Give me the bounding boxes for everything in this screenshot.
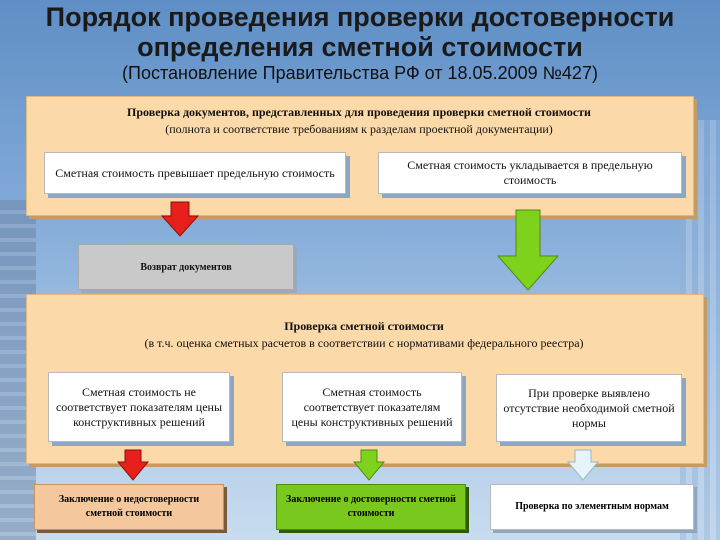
return-documents-box: Возврат документов: [78, 244, 294, 290]
unreliability-conclusion-box: Заключение о недостоверности сметной сто…: [34, 484, 224, 530]
light-arrow-icon: [566, 449, 600, 481]
not-matching-box: Сметная стоимость не соответствует показ…: [48, 372, 230, 442]
green-arrow-icon: [352, 449, 386, 481]
page-subtitle: (Постановление Правительства РФ от 18.05…: [122, 63, 598, 83]
title-line-2: определения сметной стоимости: [137, 32, 583, 62]
document-check-heading: Проверка документов, представленных для …: [127, 105, 591, 119]
red-arrow-icon: [116, 449, 150, 481]
red-arrow-icon: [160, 201, 200, 237]
reliability-conclusion-box: Заключение о достоверности сметной стоим…: [276, 484, 466, 530]
green-arrow-icon: [496, 209, 560, 291]
missing-norm-box: При проверке выявлено отсутствие необход…: [496, 374, 682, 442]
document-check-subheading: (полнота и соответствие требованиям к ра…: [165, 122, 553, 136]
matching-box: Сметная стоимость соответствует показате…: [282, 372, 462, 442]
cost-check-subheading: (в т.ч. оценка сметных расчетов в соотве…: [144, 336, 584, 350]
element-norms-check-box: Проверка по элементным нормам: [490, 484, 694, 530]
page-title: Порядок проведения проверки достоверност…: [0, 2, 720, 62]
exceeds-limit-box: Сметная стоимость превышает предельную с…: [44, 152, 346, 194]
within-limit-box: Сметная стоимость укладывается в предель…: [378, 152, 682, 194]
cost-check-heading: Проверка сметной стоимости: [284, 319, 444, 333]
title-line-1: Порядок проведения проверки достоверност…: [45, 2, 675, 32]
